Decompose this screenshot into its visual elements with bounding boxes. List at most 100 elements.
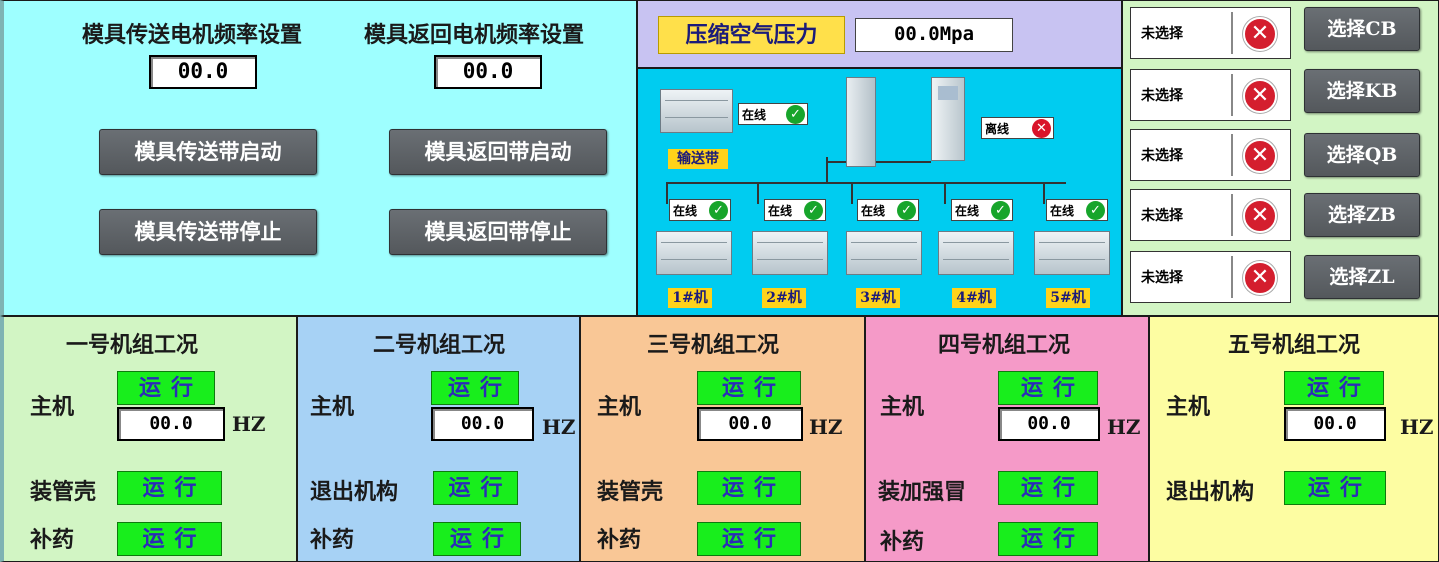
host-run-indicator: 运行 xyxy=(117,371,215,405)
check-icon: ✓ xyxy=(1086,200,1105,220)
hz-unit: HZ xyxy=(232,412,266,436)
item1-run-indicator: 运行 xyxy=(433,471,518,505)
machine-5-status: 在线 ✓ xyxy=(1046,199,1108,221)
item2-label: 补药 xyxy=(880,529,925,555)
selection-state-text: 未选择 xyxy=(1141,208,1183,224)
selection-state-text: 未选择 xyxy=(1141,26,1183,42)
machine-2-status: 在线 ✓ xyxy=(764,199,826,221)
hz-unit: HZ xyxy=(1107,415,1141,439)
unit-title: 五号机组工况 xyxy=(1228,332,1361,358)
convey-freq-input[interactable]: 00.0 xyxy=(149,55,257,89)
machine-3-plc xyxy=(846,231,922,275)
machine-3-status: 在线 ✓ xyxy=(857,199,919,221)
item1-label: 装管壳 xyxy=(30,479,97,505)
selection-status-cb: 未选择 ✕ xyxy=(1130,7,1291,59)
item2-run-indicator: 运行 xyxy=(433,522,521,556)
selection-state-text: 未选择 xyxy=(1141,270,1183,286)
unit-1-panel: 一号机组工况 主机 运行 00.0 HZ 装管壳 运行 补药 运行 xyxy=(0,316,297,562)
machine-5-label: 5#机 xyxy=(1046,288,1090,308)
conveyor-status: 在线 ✓ xyxy=(738,103,808,125)
machine-3-label: 3#机 xyxy=(856,288,900,308)
machine-4-status-text: 在线 xyxy=(955,203,980,218)
host-run-indicator: 运行 xyxy=(697,371,801,405)
item1-run-indicator: 运行 xyxy=(697,471,801,505)
hz-unit: HZ xyxy=(809,415,843,439)
machine-4-plc xyxy=(938,231,1014,275)
machine-5-status-text: 在线 xyxy=(1050,203,1075,218)
select-kb-button[interactable]: 选择KB xyxy=(1304,69,1420,113)
unit-title: 二号机组工况 xyxy=(373,332,506,358)
not-selected-icon: ✕ xyxy=(1243,199,1277,233)
selection-status-zb: 未选择 ✕ xyxy=(1130,189,1291,241)
central-status-text: 离线 xyxy=(985,121,1010,136)
check-icon: ✓ xyxy=(804,200,823,220)
host-label: 主机 xyxy=(310,394,355,420)
host-freq-input[interactable]: 00.0 xyxy=(431,407,534,441)
central-status: 离线 ✕ xyxy=(981,117,1054,139)
return-freq-input[interactable]: 00.0 xyxy=(434,55,542,89)
machine-2-label: 2#机 xyxy=(762,288,806,308)
machine-4-label: 4#机 xyxy=(952,288,996,308)
item2-run-indicator: 运行 xyxy=(117,522,222,556)
central-cpu xyxy=(931,77,965,161)
air-pressure-value: 00.0Mpa xyxy=(855,18,1013,52)
host-freq-input[interactable]: 00.0 xyxy=(117,407,225,441)
convey-stop-button[interactable]: 模具传送带停止 xyxy=(99,209,317,255)
return-freq-title: 模具返回电机频率设置 xyxy=(364,22,585,48)
air-pressure-panel: 压缩空气压力 00.0Mpa xyxy=(637,0,1122,68)
item1-run-indicator: 运行 xyxy=(998,471,1098,505)
machine-1-status-text: 在线 xyxy=(673,203,698,218)
unit-5-panel: 五号机组工况 主机 运行 00.0 HZ 退出机构 运行 xyxy=(1149,316,1439,562)
selection-state-text: 未选择 xyxy=(1141,88,1183,104)
host-run-indicator: 运行 xyxy=(431,371,519,405)
item1-run-indicator: 运行 xyxy=(1284,471,1386,505)
error-icon: ✕ xyxy=(1032,118,1051,138)
item2-label: 补药 xyxy=(597,527,642,553)
item1-label: 退出机构 xyxy=(1166,479,1255,505)
convey-start-button[interactable]: 模具传送带启动 xyxy=(99,129,317,175)
host-freq-input[interactable]: 00.0 xyxy=(1284,407,1386,441)
item1-label: 退出机构 xyxy=(310,479,399,505)
host-run-indicator: 运行 xyxy=(1284,371,1384,405)
check-icon: ✓ xyxy=(897,200,916,220)
air-pressure-label: 压缩空气压力 xyxy=(658,16,845,54)
host-freq-input[interactable]: 00.0 xyxy=(998,407,1100,441)
check-icon: ✓ xyxy=(709,200,728,220)
machine-2-plc xyxy=(752,231,828,275)
network-panel: 在线 ✓ 输送带 离线 ✕ 在线 ✓ 在线 ✓ 在线 ✓ 在线 ✓ 在线 ✓ 1… xyxy=(637,68,1122,316)
return-stop-button[interactable]: 模具返回带停止 xyxy=(389,209,607,255)
machine-3-status-text: 在线 xyxy=(861,203,886,218)
machine-1-label: 1#机 xyxy=(668,288,712,308)
item2-label: 补药 xyxy=(310,527,355,553)
selection-status-kb: 未选择 ✕ xyxy=(1130,69,1291,121)
select-zl-button[interactable]: 选择ZL xyxy=(1304,255,1420,299)
not-selected-icon: ✕ xyxy=(1243,139,1277,173)
item2-label: 补药 xyxy=(30,527,75,553)
selection-status-qb: 未选择 ✕ xyxy=(1130,129,1291,181)
select-cb-button[interactable]: 选择CB xyxy=(1304,7,1420,51)
item1-label: 装管壳 xyxy=(597,479,664,505)
not-selected-icon: ✕ xyxy=(1243,79,1277,113)
select-qb-button[interactable]: 选择QB xyxy=(1304,133,1420,177)
host-label: 主机 xyxy=(30,394,75,420)
unit-4-panel: 四号机组工况 主机 运行 00.0 HZ 装加强冒 运行 补药 运行 xyxy=(865,316,1149,562)
host-freq-input[interactable]: 00.0 xyxy=(697,407,803,441)
conveyor-status-text: 在线 xyxy=(742,107,767,122)
item2-run-indicator: 运行 xyxy=(697,522,801,556)
check-icon: ✓ xyxy=(991,200,1010,220)
machine-5-plc xyxy=(1034,231,1110,275)
select-zb-button[interactable]: 选择ZB xyxy=(1304,193,1420,237)
item2-run-indicator: 运行 xyxy=(998,522,1098,556)
not-selected-icon: ✕ xyxy=(1243,261,1277,295)
conveyor-plc xyxy=(660,89,733,133)
not-selected-icon: ✕ xyxy=(1243,17,1277,51)
unit-title: 三号机组工况 xyxy=(647,332,780,358)
item1-label: 装加强冒 xyxy=(878,479,967,505)
conveyor-label: 输送带 xyxy=(668,149,728,169)
unit-3-panel: 三号机组工况 主机 运行 00.0 HZ 装管壳 运行 补药 运行 xyxy=(580,316,865,562)
check-icon: ✓ xyxy=(786,104,805,124)
return-start-button[interactable]: 模具返回带启动 xyxy=(389,129,607,175)
selection-status-zl: 未选择 ✕ xyxy=(1130,251,1291,303)
machine-1-status: 在线 ✓ xyxy=(669,199,731,221)
host-label: 主机 xyxy=(597,394,642,420)
